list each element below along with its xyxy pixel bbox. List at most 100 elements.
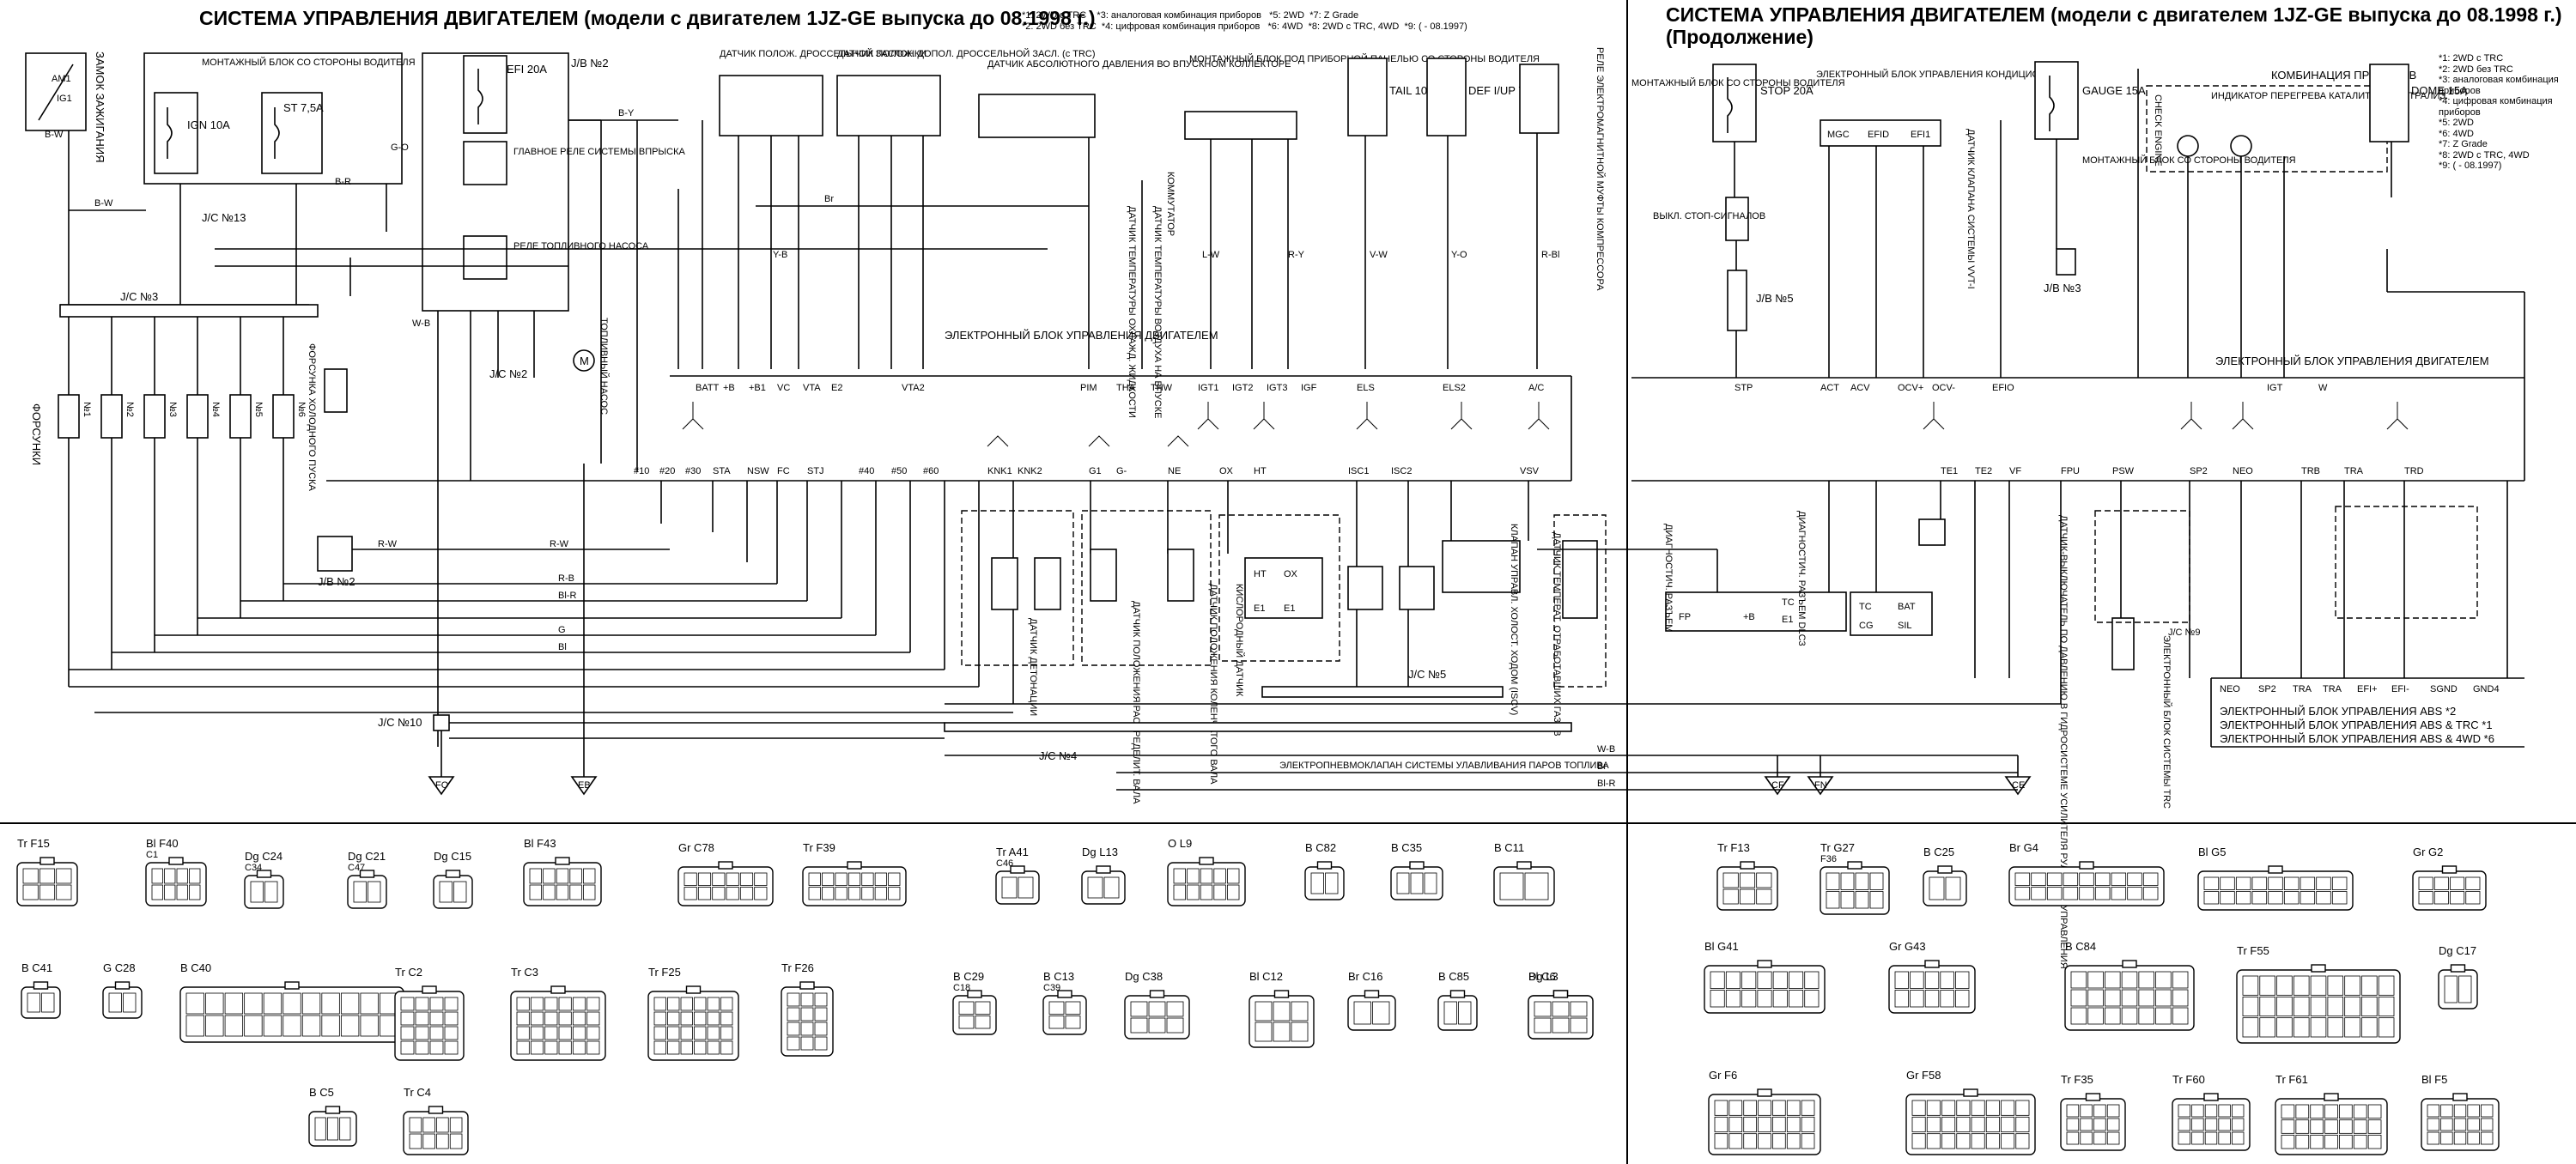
iscv-box (1442, 540, 1521, 593)
svg-text:G1: G1 (1089, 466, 1102, 476)
connector-C12: Bl C12 (1249, 970, 1315, 1048)
connector-label: Dg C21 (348, 850, 386, 863)
svg-text:SP2: SP2 (2190, 466, 2208, 476)
connector-label: B C41 (21, 961, 52, 974)
wire-color-labels-left: B-W B-W B-R B-Y G-O Y-B Br W-B R-W R-W R… (45, 108, 1615, 789)
connector-label: Tr F60 (2172, 1073, 2205, 1086)
gauge-fuse (2034, 61, 2079, 140)
connector-C84: B C84 (2064, 940, 2195, 1031)
stop-fuse (1712, 64, 1757, 142)
st-fuse (261, 92, 323, 174)
jb-driver-right-label: МОНТАЖНЫЙ БЛОК СО СТОРОНЫ ВОДИТЕЛЯ (1631, 77, 1845, 88)
svg-text:EFI-: EFI- (2391, 684, 2409, 694)
connector-G2: Gr G2 (2412, 846, 2487, 911)
fuel-relay (463, 235, 507, 280)
svg-text:MGC: MGC (1827, 130, 1850, 140)
connector-C2: Tr C2 (394, 966, 465, 1061)
connector-C25: B C25 (1923, 846, 1967, 906)
connector-F26: Tr F26 (781, 961, 834, 1057)
connector-label: B C13 (1043, 970, 1074, 983)
connector-label: Bl C6 (1528, 970, 1556, 983)
knock-sensor-1 (991, 557, 1018, 610)
svg-text:L-W: L-W (1202, 250, 1220, 260)
svg-text:№1: №1 (82, 402, 92, 417)
jc3-bar (59, 304, 319, 318)
exhaust-temp-sensor (1562, 540, 1598, 619)
svg-text:TE1: TE1 (1941, 466, 1958, 476)
connector-C17: Dg C17 (2438, 944, 2478, 1009)
svg-text:R-W: R-W (550, 539, 569, 549)
svg-text:EFID: EFID (1868, 130, 1889, 140)
cam-sensor (1090, 549, 1117, 602)
ecu-label-left: ЭЛЕКТРОННЫЙ БЛОК УПРАВЛЕНИЯ ДВИГАТЕЛЕМ (945, 329, 1218, 342)
knock-label: ДАТЧИК ДЕТОНАЦИИ (1028, 618, 1038, 716)
connector-F61: Tr F61 (2275, 1073, 2388, 1155)
svg-text:TRA: TRA (2344, 466, 2364, 476)
jb2-label: J/B №2 (571, 57, 609, 70)
check-engine-label: CHECK ENGINE (2153, 94, 2163, 167)
svg-text:FC: FC (777, 466, 790, 476)
connector-L13: Dg L13 (1081, 846, 1126, 905)
intake-temp-label: ДАТЧИК ТЕМПЕРАТУРЫ ВОЗДУХА НА ВПУСКЕ (1152, 206, 1163, 418)
svg-text:ELS2: ELS2 (1443, 383, 1466, 393)
svg-text:VC: VC (777, 383, 790, 393)
svg-text:TC: TC (1859, 602, 1872, 612)
map-sensor-label: ДАТЧИК АБСОЛЮТНОГО ДАВЛЕНИЯ ВО ВПУСКНОМ … (987, 59, 1291, 70)
svg-text:EB: EB (578, 780, 591, 791)
connector-label: Tr F15 (17, 837, 50, 850)
svg-text:#60: #60 (923, 466, 939, 476)
svg-text:№6: №6 (296, 402, 307, 417)
svg-text:NEO: NEO (2233, 466, 2253, 476)
connector-F13: Tr F13 (1716, 841, 1778, 911)
crank-sensor (1167, 549, 1194, 602)
fuel-relay-label: РЕЛЕ ТОПЛИВНОГО НАСОСА (513, 241, 649, 252)
svg-text:ELS: ELS (1357, 383, 1375, 393)
iacv-1 (1347, 566, 1383, 610)
connector-C82: B C82 (1304, 841, 1345, 900)
connector-label: G C28 (103, 961, 136, 974)
connector-label: B C29 (953, 970, 984, 983)
stop-switch (1725, 197, 1749, 241)
connector-label: Tr F25 (648, 966, 681, 979)
ground-ce: CE (2004, 776, 2032, 796)
connector-label: Bl F5 (2421, 1073, 2447, 1086)
svg-text:TE2: TE2 (1975, 466, 1992, 476)
svg-text:HT: HT (1254, 466, 1267, 476)
jc10-label: J/C №10 (378, 716, 422, 729)
connector-C3: Tr C3 (510, 966, 606, 1061)
commutator-label: КОММУТАТОР (1165, 172, 1176, 236)
connector-label: Dg L3 (1528, 970, 1558, 983)
connector-F39: Tr F39 (802, 841, 907, 906)
connector-F58: Gr F58 (1905, 1069, 2036, 1155)
dome-fuse (2369, 64, 2409, 142)
svg-text:ACT: ACT (1820, 383, 1839, 393)
jb2-relay (317, 536, 353, 572)
svg-text:GND4: GND4 (2473, 684, 2500, 694)
ecu-label-right: ЭЛЕКТРОННЫЙ БЛОК УПРАВЛЕНИЯ ДВИГАТЕЛЕМ (2215, 355, 2489, 367)
svg-text:THW: THW (1151, 383, 1173, 393)
def-fuse (1426, 58, 1467, 136)
svg-text:SIL: SIL (1898, 621, 1912, 631)
connector-label: Bl C12 (1249, 970, 1283, 983)
svg-text:R-Y: R-Y (1288, 250, 1305, 260)
jb3b-label: J/B №3 (2044, 282, 2081, 294)
fuel-pump-label: ТОПЛИВНЫЙ НАСОС (598, 318, 610, 415)
igniter-box (1184, 111, 1297, 140)
connector-C78: Gr C78 (677, 841, 774, 906)
section-divider-left (0, 822, 1626, 824)
svg-text:PIM: PIM (1080, 383, 1097, 393)
connector-label: B C82 (1305, 841, 1336, 854)
svg-text:#30: #30 (685, 466, 701, 476)
o2-sensor (1244, 557, 1323, 619)
knock-sensor-2 (1034, 557, 1061, 610)
jb3-label: МОНТАЖНЫЙ БЛОК СО СТОРОНЫ ВОДИТЕЛЯ (2082, 155, 2296, 166)
svg-text:ACV: ACV (1850, 383, 1870, 393)
svg-text:KNK1: KNK1 (987, 466, 1012, 476)
trc-ecu-pins: NEO SP2 TRA TRA EFI+ EFI- SGND GND4 (2220, 684, 2500, 694)
svg-text:VSV: VSV (1520, 466, 1540, 476)
connector-F35: Tr F35 (2060, 1073, 2126, 1151)
diag-label: ДИАГНОСТИЧ. РАЗЪЕМ (1663, 524, 1674, 632)
st-fuse-label: ST 7,5A (283, 101, 324, 114)
svg-text:+B: +B (723, 383, 735, 393)
